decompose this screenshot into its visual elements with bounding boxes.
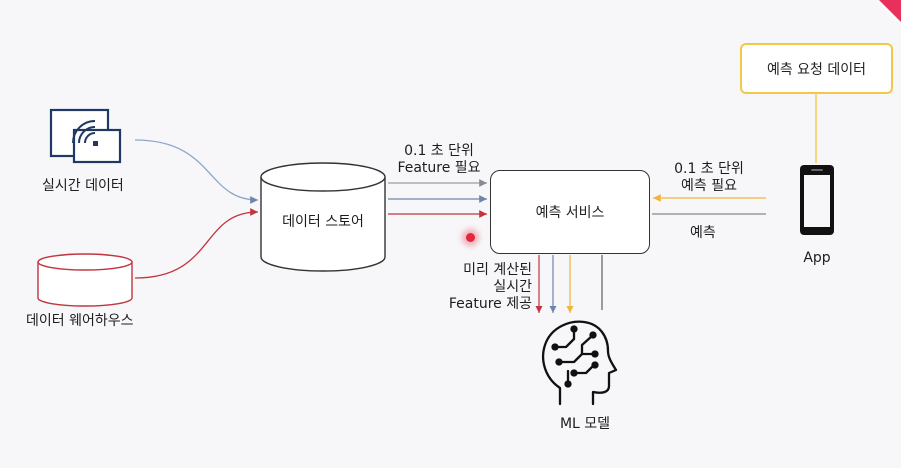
warehouse-database-icon	[37, 253, 133, 307]
prediction-request-label: 예측 요청 데이터	[766, 61, 867, 78]
ml-model-label: ML 모델	[559, 416, 611, 432]
store-to-service-label: 0.1 초 단위 Feature 필요	[394, 143, 484, 177]
app-label: App	[803, 250, 831, 266]
app-to-service-label-line-2: 예측 필요	[681, 178, 737, 194]
ai-brain-head-icon	[541, 320, 618, 406]
precomputed-feature-label: 미리 계산된 실시간 Feature 제공	[422, 262, 532, 313]
store-to-service-label-line-2: Feature 필요	[397, 160, 481, 176]
data-warehouse-label: 데이터 웨어하우스	[26, 313, 134, 329]
realtime-data-label: 실시간 데이터	[42, 178, 124, 194]
precomputed-label-line-1: 미리 계산된	[463, 262, 532, 278]
prediction-request-box: 예측 요청 데이터	[740, 43, 893, 94]
service-to-app-label: 예측	[690, 225, 716, 241]
data-store-cylinder	[260, 162, 386, 272]
prediction-service-label: 예측 서비스	[535, 205, 605, 221]
corner-accent	[879, 0, 901, 22]
laser-pointer-dot	[466, 233, 475, 242]
realtime-to-store-edge	[134, 139, 259, 204]
smartphone-icon	[800, 165, 834, 235]
data-store-label: 데이터 스토어	[282, 214, 364, 230]
precomputed-label-line-2: 실시간	[493, 279, 532, 295]
warehouse-to-store-edge	[134, 208, 259, 279]
prediction-service-box: 예측 서비스	[490, 170, 650, 254]
store-to-service-label-line-1: 0.1 초 단위	[404, 143, 474, 159]
app-to-service-label-line-1: 0.1 초 단위	[674, 161, 744, 177]
wireless-tablet-icon	[49, 108, 122, 164]
precomputed-label-line-3: Feature 제공	[448, 296, 532, 312]
app-to-service-label: 0.1 초 단위 예측 필요	[664, 161, 754, 195]
